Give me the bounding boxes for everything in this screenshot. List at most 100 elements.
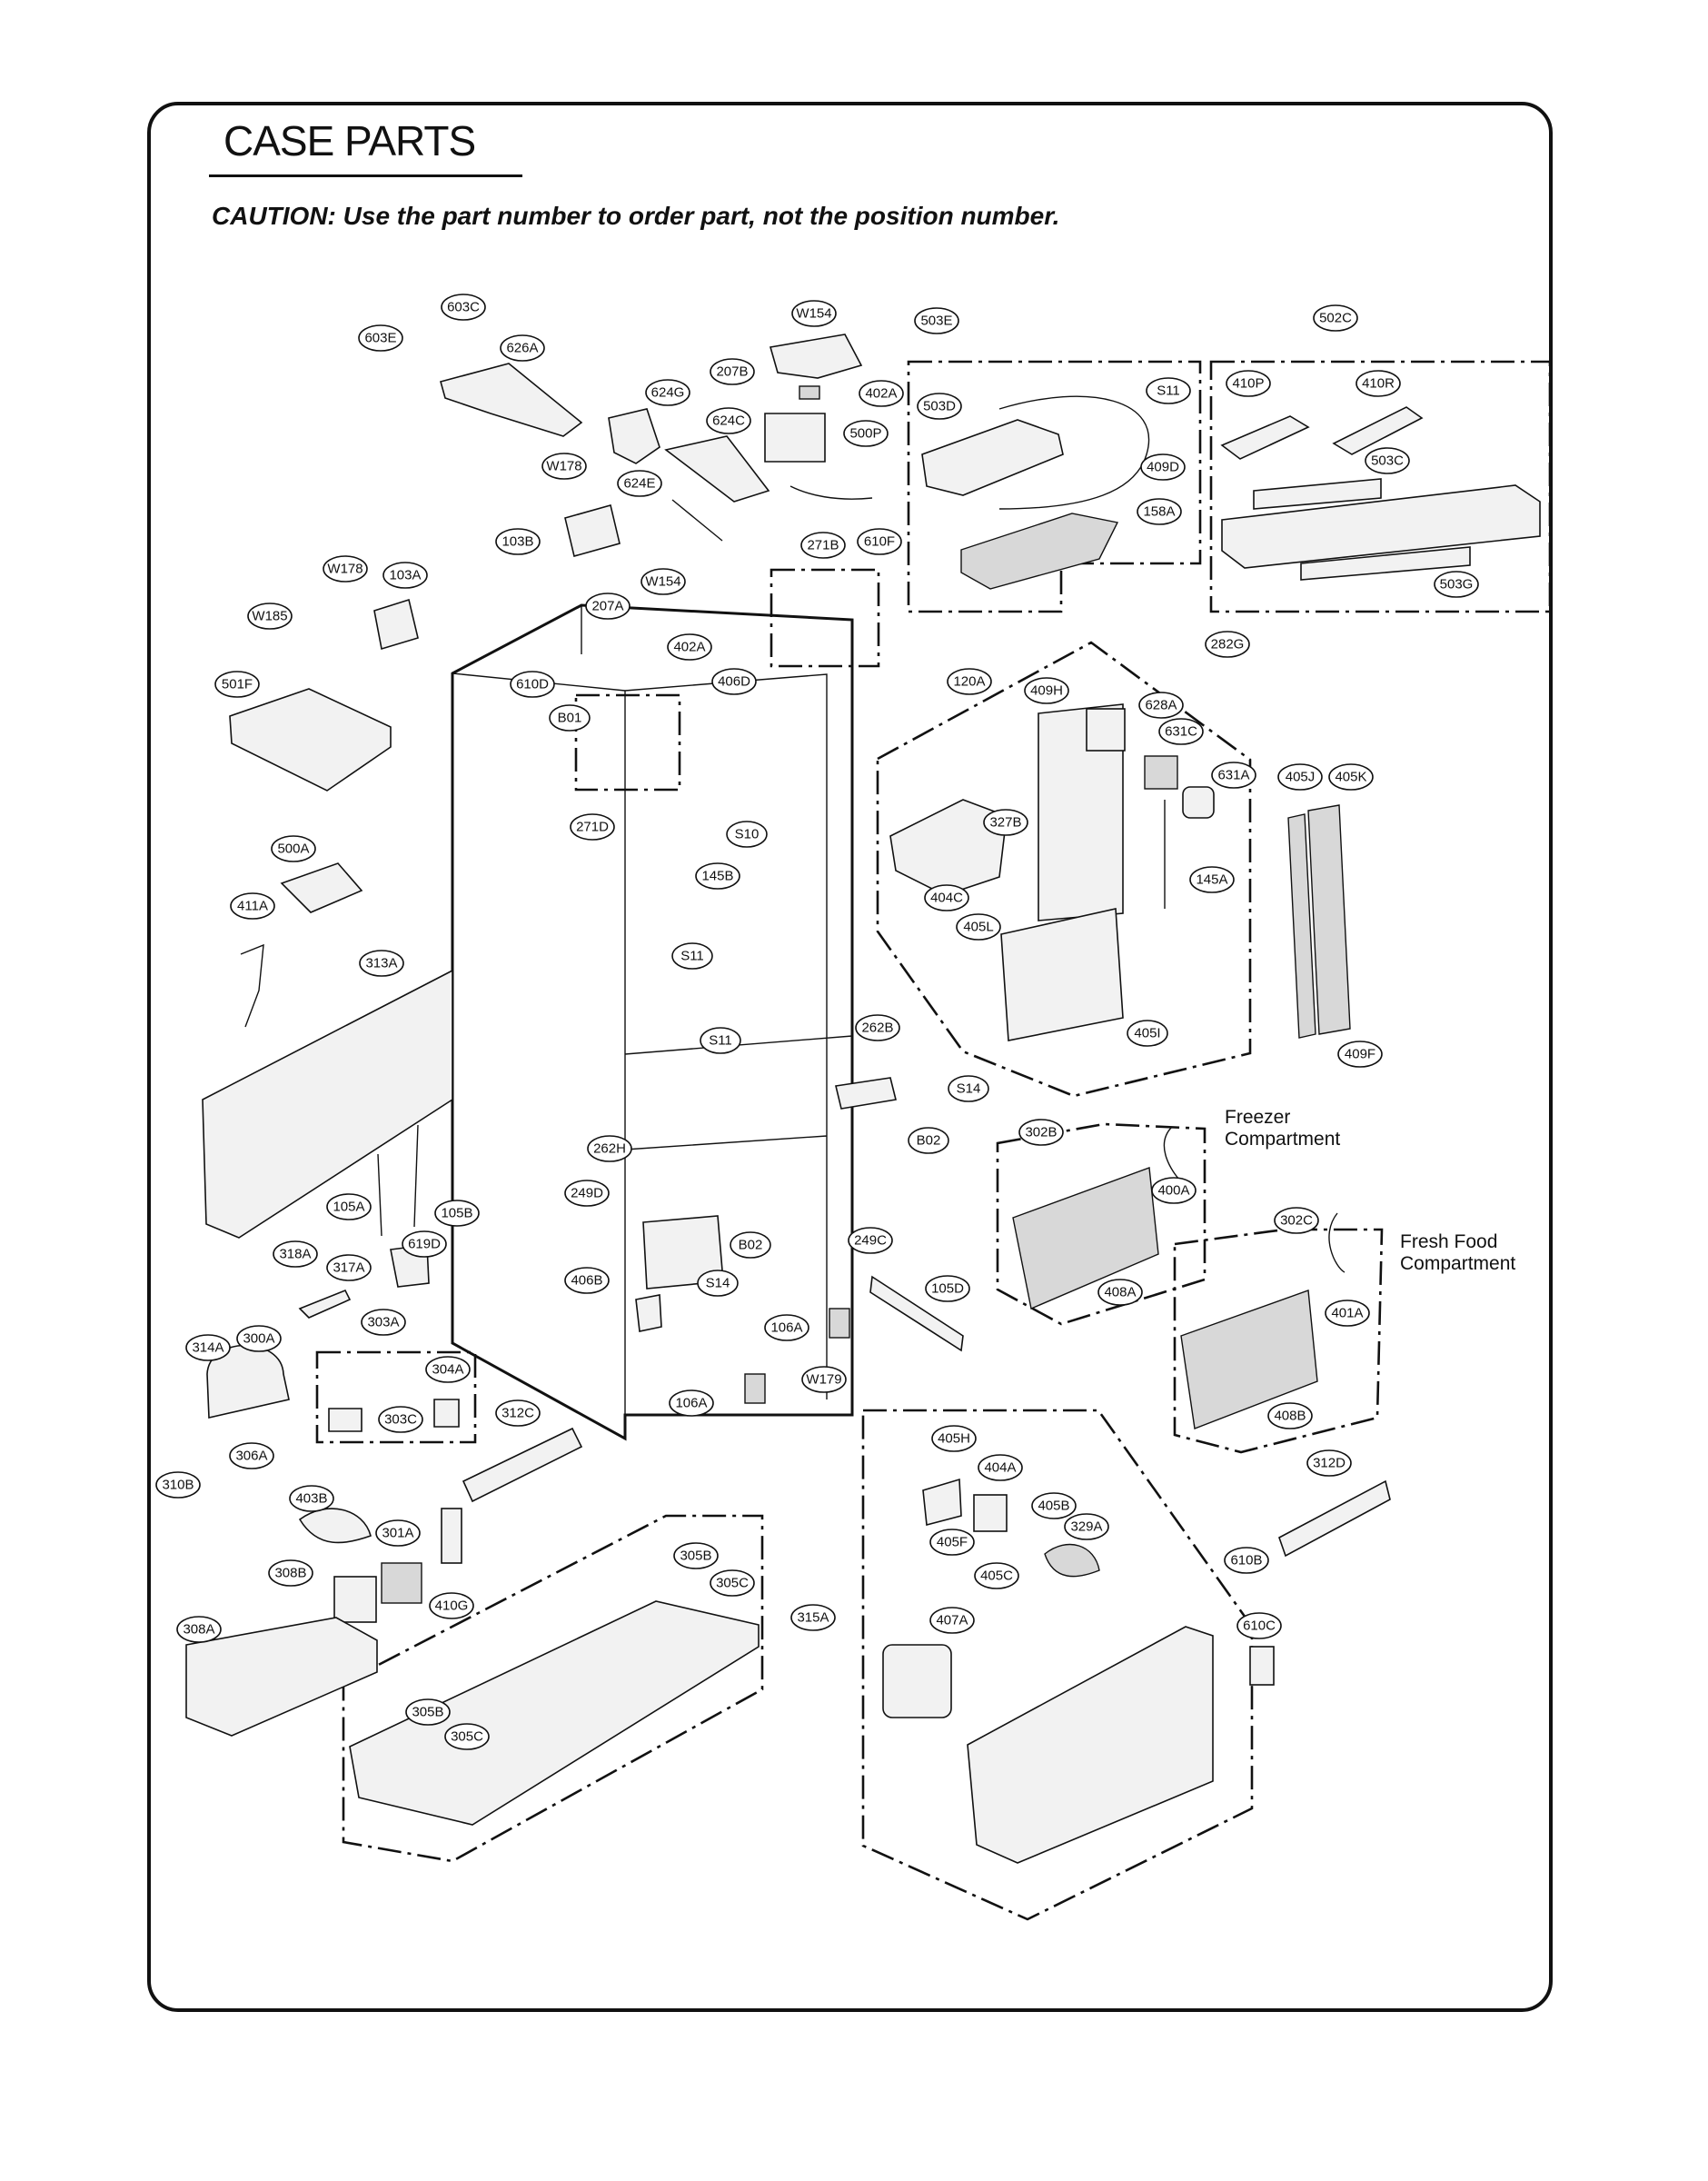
part-628A-shape: [1086, 708, 1126, 752]
svg-text:610B: 610B: [1230, 1553, 1262, 1569]
svg-text:271B: 271B: [807, 538, 839, 553]
svg-text:S11: S11: [680, 949, 704, 964]
svg-text:603E: 603E: [364, 331, 396, 346]
callout-603E: 603E: [358, 324, 403, 352]
svg-text:610D: 610D: [516, 677, 549, 692]
svg-text:603C: 603C: [447, 300, 480, 315]
callout-308A: 308A: [176, 1616, 222, 1643]
compartment-labels: Freezer Compartment Fresh Food Compartme…: [1225, 1107, 1515, 1274]
freezer-label-line2: Compartment: [1225, 1129, 1340, 1150]
svg-text:302B: 302B: [1025, 1125, 1057, 1140]
svg-text:W154: W154: [645, 574, 680, 590]
callout-408A: 408A: [1097, 1279, 1143, 1306]
callout-301A: 301A: [375, 1519, 421, 1547]
callout-W178-top: W178: [541, 453, 587, 480]
callout-layer: 603C 603E 626A W154 207B 402A 624G 624C …: [155, 294, 1479, 1750]
part-631C-shape: [1144, 755, 1178, 790]
svg-text:631C: 631C: [1165, 724, 1197, 740]
svg-text:S11: S11: [1157, 383, 1180, 399]
title-underline: [209, 174, 522, 177]
part-500P-shape: [764, 413, 826, 463]
svg-text:103B: 103B: [501, 534, 533, 550]
part-503G-shape: [1300, 546, 1471, 581]
callout-249D: 249D: [564, 1180, 610, 1207]
svg-text:628A: 628A: [1145, 698, 1177, 713]
svg-text:106A: 106A: [770, 1320, 802, 1336]
part-304A-shape: [433, 1399, 460, 1428]
svg-text:145A: 145A: [1196, 872, 1227, 888]
callout-303C: 303C: [378, 1406, 423, 1433]
callout-315A: 315A: [790, 1604, 836, 1631]
fresh-food-label-line2: Compartment: [1400, 1253, 1515, 1274]
part-405K-shape: [1307, 804, 1351, 1035]
svg-text:404A: 404A: [984, 1460, 1016, 1476]
callout-302B: 302B: [1018, 1119, 1064, 1146]
callout-406D: 406D: [711, 668, 757, 695]
callout-304A: 304A: [425, 1356, 471, 1383]
callout-271B: 271B: [800, 532, 846, 559]
part-315A-baseplate: [349, 1600, 760, 1826]
callout-207B: 207B: [710, 358, 755, 385]
svg-text:404C: 404C: [930, 891, 963, 906]
svg-text:302C: 302C: [1280, 1213, 1313, 1229]
callout-B02-b: B02: [730, 1231, 771, 1259]
part-control-board-shape: [1221, 484, 1541, 569]
svg-text:407A: 407A: [936, 1613, 968, 1628]
svg-text:103A: 103A: [389, 568, 421, 583]
callout-405I: 405I: [1127, 1020, 1168, 1047]
part-610B-cover: [967, 1626, 1214, 1864]
callout-403B: 403B: [289, 1485, 334, 1512]
part-610F-shape: [789, 485, 873, 500]
part-301A-shape: [381, 1562, 422, 1604]
part-drawings: [185, 334, 1541, 1864]
callout-410R: 410R: [1355, 370, 1401, 397]
callout-400A: 400A: [1151, 1177, 1197, 1204]
callout-500A: 500A: [271, 835, 316, 862]
callout-402A-mid: 402A: [667, 633, 712, 661]
callout-302C: 302C: [1274, 1207, 1319, 1234]
svg-text:158A: 158A: [1143, 504, 1175, 520]
svg-text:619D: 619D: [408, 1237, 441, 1252]
svg-text:106A: 106A: [675, 1396, 707, 1411]
callout-105A: 105A: [326, 1193, 372, 1220]
part-ice-maker-shape: [889, 799, 1008, 896]
boundary-502C: [1209, 360, 1552, 613]
callout-305C-b: 305C: [444, 1723, 490, 1750]
callout-407A: 407A: [929, 1607, 975, 1634]
callout-503E: 503E: [914, 307, 959, 334]
svg-text:317A: 317A: [333, 1260, 364, 1276]
callout-106A-lower: 106A: [669, 1389, 714, 1417]
svg-text:312D: 312D: [1313, 1456, 1346, 1471]
part-312D-shape: [1278, 1479, 1391, 1558]
svg-text:282G: 282G: [1211, 637, 1245, 652]
callout-327B: 327B: [983, 809, 1028, 836]
svg-text:327B: 327B: [989, 815, 1021, 831]
callout-318A: 318A: [273, 1240, 318, 1268]
svg-text:503C: 503C: [1371, 453, 1404, 469]
part-103A-shape: [373, 598, 419, 651]
callout-S14-b: S14: [697, 1270, 739, 1297]
svg-text:610F: 610F: [864, 534, 895, 550]
part-411A-shape: [240, 943, 264, 1028]
svg-text:405B: 405B: [1038, 1499, 1069, 1514]
caution-note: CAUTION: Use the part number to order pa…: [212, 202, 1060, 230]
svg-text:105A: 105A: [333, 1200, 364, 1215]
svg-text:249D: 249D: [571, 1186, 603, 1201]
part-624E-shape: [671, 499, 723, 542]
svg-text:301A: 301A: [382, 1526, 413, 1541]
callout-314A: 314A: [185, 1334, 231, 1361]
part-410P-shape: [1220, 415, 1310, 460]
boundary-302B: [996, 1122, 1207, 1326]
svg-text:310B: 310B: [162, 1478, 194, 1493]
svg-text:308B: 308B: [274, 1566, 306, 1581]
svg-text:502C: 502C: [1319, 311, 1352, 326]
callout-401A: 401A: [1325, 1300, 1370, 1327]
callout-103A: 103A: [382, 562, 428, 589]
callout-145B: 145B: [695, 862, 740, 890]
svg-text:314A: 314A: [192, 1340, 223, 1356]
callout-262B: 262B: [855, 1014, 900, 1041]
svg-text:402A: 402A: [673, 640, 705, 655]
svg-text:400A: 400A: [1157, 1183, 1189, 1199]
part-409D-wire: [998, 395, 1150, 510]
svg-text:262B: 262B: [861, 1021, 893, 1036]
